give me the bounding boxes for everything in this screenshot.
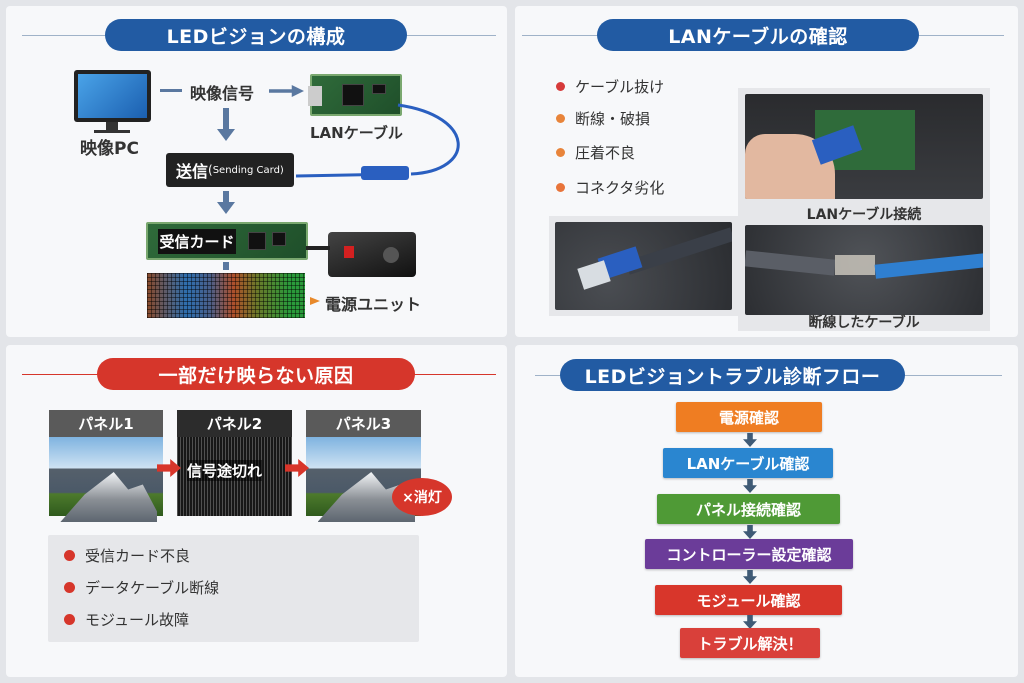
mountain-image [49,437,163,522]
arrow-down-icon [217,129,235,141]
lan-check-panel: LANケーブルの確認 ケーブル抜け 断線・破損 圧着不良 コネクタ劣化 LANケ… [515,6,1018,337]
lan-issue-item: コネクタ劣化 [556,177,664,198]
panel-1-label: パネル1 [78,415,134,433]
lan-issue-item: 圧着不良 [556,142,635,163]
sending-card-jp: 送信 [176,162,209,181]
lan-connect-caption: LANケーブル接続 [806,207,922,223]
cause-item: モジュール故障 [64,609,189,630]
cause-text: モジュール故障 [85,611,189,629]
off-badge: ×消灯 [392,478,452,516]
power-unit-label: 電源ユニット [325,295,422,314]
lan-issue-item: ケーブル抜け [556,76,664,97]
sending-card: 送信 ( Sending Card) [166,153,294,187]
monitor-base [94,130,130,133]
receiving-card: 受信カード [146,222,308,260]
sending-card-en: Sending Card) [212,164,284,176]
causes-box [48,535,419,642]
power-unit-image [328,232,416,277]
arrow-shaft [223,262,229,270]
lan-issue-text: 圧着不良 [575,144,636,162]
bracket: ( [208,163,213,177]
lan-issue-item: 断線・破損 [556,108,650,129]
bullet-dot [556,114,565,123]
bullet-dot [556,82,565,91]
cause-text: 受信カード不良 [85,547,191,565]
partial-display-title: 一部だけ映らない原因 [97,358,415,390]
orange-arrow-icon [310,297,320,305]
flow-title: LEDビジョントラブル診断フロー [560,359,905,391]
flow-step-module: モジュール確認 [655,585,842,615]
lan-issue-text: コネクタ劣化 [575,179,665,197]
panel-2-label: パネル2 [206,415,263,433]
bullet-dot [64,582,75,593]
composition-panel: LEDビジョンの構成 映像PC 映像信号 LANケーブル 送信 ( Sendin… [6,6,507,337]
broken-cable-caption: 断線したケーブル [808,315,920,331]
flow-step-power: 電源確認 [676,402,822,432]
power-cable [306,246,330,250]
bullet-dot [64,550,75,561]
composition-title: LEDビジョンの構成 [105,19,407,51]
flow-step-resolved: トラブル解決！ [680,628,820,658]
panel-2: パネル2 信号途切れ [177,410,292,516]
flow-step-controller: コントローラー設定確認 [645,539,853,569]
bullet-dot [556,148,565,157]
arrow-down-icon [217,202,235,214]
lan-check-title: LANケーブルの確認 [597,19,919,51]
flow-step-lan: LANケーブル確認 [663,448,833,478]
lan-issue-text: ケーブル抜け [575,78,665,96]
monitor-stand [106,122,118,130]
arrow-shaft [223,191,229,203]
broken-cable-photo [745,225,983,315]
partial-display-panel: 一部だけ映らない原因 パネル1 パネル2 信号途切れ パネル3 ×消灯 受信カー… [6,345,507,677]
bullet-dot [64,614,75,625]
bullet-dot [556,183,565,192]
flow-step-panel: パネル接続確認 [657,494,840,524]
lan-label: LANケーブル [310,124,403,142]
dash [160,89,182,92]
lan-issue-text: 断線・破損 [575,110,651,128]
cause-item: データケーブル断線 [64,577,219,598]
connector-photo-frame [549,216,738,316]
signal-label: 映像信号 [190,84,255,103]
rj45-connector-photo [555,222,732,310]
monitor-icon [74,70,151,122]
panel-3-label: パネル3 [335,415,392,433]
signal-cut-label: 信号途切れ [187,460,263,481]
receiving-card-label: 受信カード [158,229,236,254]
lan-cable-icon [295,103,460,180]
arrow-shaft [223,108,229,130]
panel-1: パネル1 [49,410,163,522]
cause-item: 受信カード不良 [64,545,190,566]
cause-text: データケーブル断線 [85,579,220,597]
pc-label: 映像PC [80,139,139,159]
lan-connect-photo [745,94,983,199]
lan-card-image [308,74,402,116]
led-panel-image [147,273,305,318]
